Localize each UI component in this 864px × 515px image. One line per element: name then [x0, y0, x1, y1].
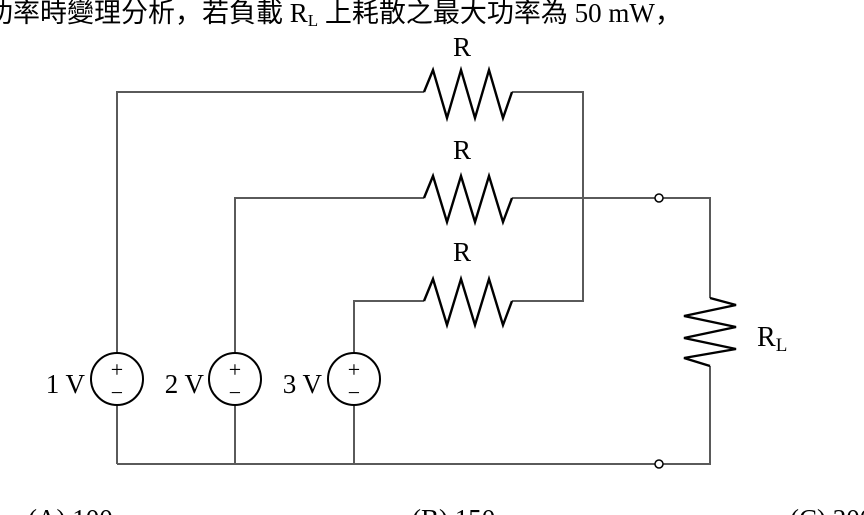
source-3-label: 3 V [283, 369, 323, 399]
source-3-minus: − [348, 380, 360, 405]
option-b: (B) 150 [412, 504, 495, 515]
source-2-minus: − [229, 380, 241, 405]
terminal-bottom [654, 459, 664, 469]
wire-top-branch [116, 91, 424, 353]
wire-load-bottom [662, 366, 711, 465]
resistor-top-label: R [453, 32, 471, 62]
source-1-label: 1 V [46, 369, 86, 399]
option-c: (C) 200 [790, 504, 864, 515]
terminal-top [654, 193, 664, 203]
load-label: RL [757, 322, 787, 356]
resistor-top [422, 65, 514, 123]
option-a: (A) 100 [28, 504, 113, 515]
source-2-label: 2 V [165, 369, 205, 399]
voltage-source-1: + − 1 V [46, 352, 144, 406]
wire-bottom-branch-right [512, 198, 584, 302]
resistor-bottom [422, 274, 514, 330]
wire-load-top [662, 197, 711, 298]
source-1-minus: − [111, 380, 123, 405]
voltage-source-3: + − 3 V [283, 352, 381, 406]
voltage-source-2: + − 2 V [165, 352, 262, 406]
source-1-plus: + [111, 357, 123, 382]
source-3-plus: + [348, 357, 360, 382]
wire-middle-branch [234, 197, 424, 353]
source-2-plus: + [229, 357, 241, 382]
resistor-middle [422, 171, 514, 227]
wire-bottom-branch [353, 300, 424, 353]
resistor-middle-label: R [453, 135, 471, 165]
resistor-bottom-label: R [453, 237, 471, 267]
resistor-load [683, 296, 737, 368]
header-text: 功率時變理分析，若負載 RL 上耗散之最大功率為 50 mW， [0, 0, 682, 30]
wire-top-branch-right [512, 91, 584, 198]
